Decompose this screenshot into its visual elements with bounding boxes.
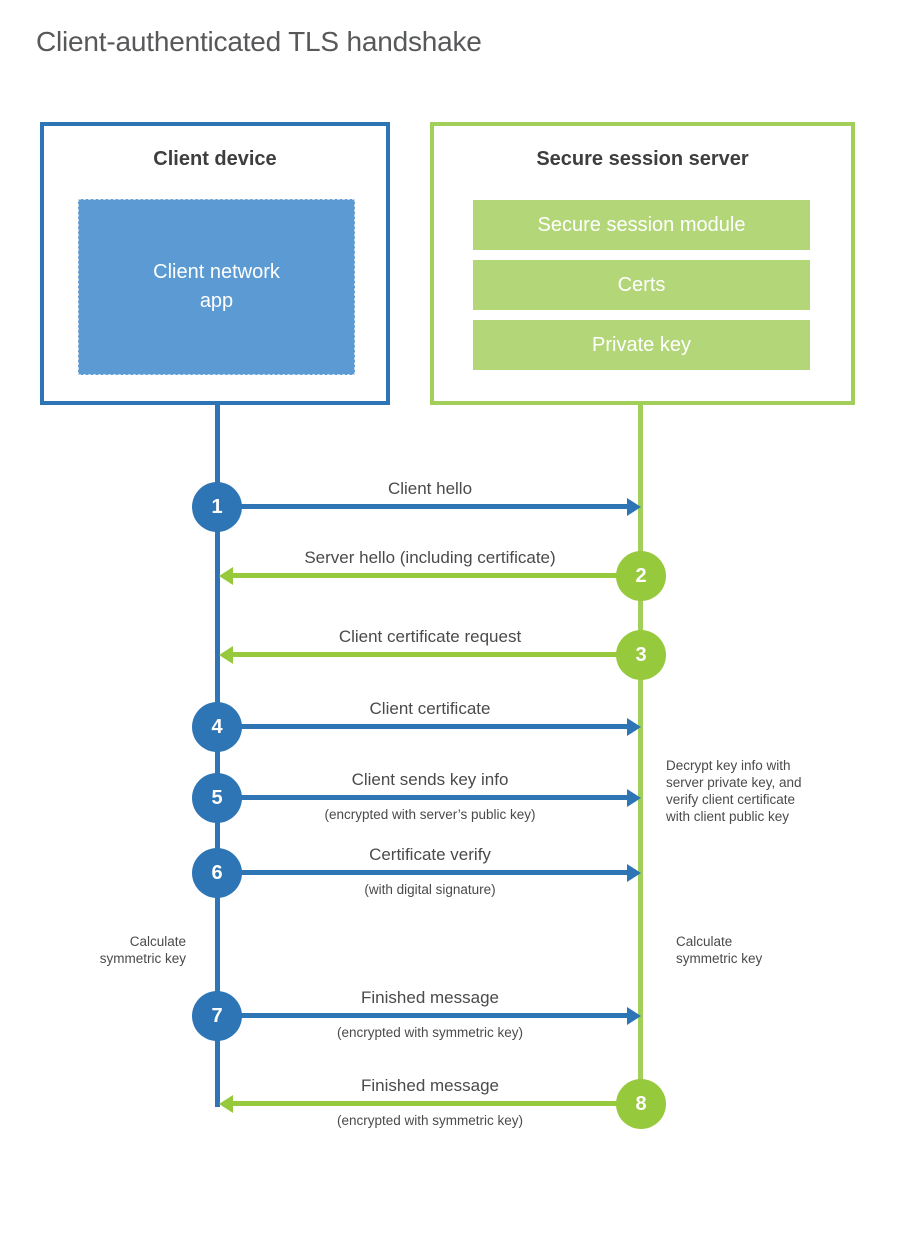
server-decrypt-note: Decrypt key info with server private key…: [666, 758, 802, 824]
step-3-arrow-line: [233, 652, 641, 657]
server-box-title: Secure session server: [536, 148, 749, 170]
step-6-label: Certificate verify: [369, 845, 491, 864]
client-device-box: Client device Client network app: [40, 122, 390, 405]
step-7-label: Finished message: [361, 988, 499, 1007]
step-4-label: Client certificate: [369, 699, 491, 718]
step-4-number: 4: [211, 715, 223, 738]
server-lifeline: [638, 405, 643, 1104]
step-5-number: 5: [211, 786, 223, 809]
step-4-arrow-line: [219, 724, 628, 729]
step-3-arrowhead-left-icon: [219, 646, 233, 664]
step-6-sublabel: (with digital signature): [364, 882, 496, 897]
step-1-marker: 1: [192, 482, 242, 532]
step-7-arrowhead-right-icon: [627, 1007, 641, 1025]
step-4-marker: 4: [192, 702, 242, 752]
step-2-arrowhead-left-icon: [219, 567, 233, 585]
step-7-arrow-line: [219, 1013, 628, 1018]
step-3-marker: 3: [616, 630, 666, 680]
step-1-label: Client hello: [387, 479, 473, 498]
step-7-number: 7: [211, 1004, 223, 1027]
step-8-marker: 8: [616, 1079, 666, 1129]
server-module-secure-session: Secure session module: [473, 200, 810, 250]
step-8-arrowhead-left-icon: [219, 1095, 233, 1113]
step-6-marker: 6: [192, 848, 242, 898]
step-8-number: 8: [635, 1092, 647, 1115]
client-box-title: Client device: [153, 148, 277, 170]
step-5-arrow-line: [219, 795, 628, 800]
step-5-arrowhead-right-icon: [627, 789, 641, 807]
client-calculate-symmetric-key-note: Calculate symmetric key: [99, 934, 186, 966]
step-3-number: 3: [635, 643, 647, 666]
step-5-label: Client sends key info: [351, 770, 509, 789]
step-2-label: Server hello (including certificate): [304, 548, 556, 567]
step-3-label: Client certificate request: [338, 627, 522, 646]
step-1-arrowhead-right-icon: [627, 498, 641, 516]
step-4-arrowhead-right-icon: [627, 718, 641, 736]
step-5-sublabel: (encrypted with server’s public key): [324, 807, 536, 822]
server-module-certs: Certs: [473, 260, 810, 310]
step-6-arrow-line: [219, 870, 628, 875]
step-8-arrow-line: [233, 1101, 641, 1106]
step-7-sublabel: (encrypted with symmetric key): [336, 1025, 524, 1040]
step-6-arrowhead-right-icon: [627, 864, 641, 882]
step-5-marker: 5: [192, 773, 242, 823]
step-1-number: 1: [211, 495, 223, 518]
step-7-marker: 7: [192, 991, 242, 1041]
page-title: Client-authenticated TLS handshake: [36, 26, 482, 57]
secure-session-server-box: Secure session server Secure session mod…: [430, 122, 855, 405]
step-2-marker: 2: [616, 551, 666, 601]
step-6-number: 6: [211, 861, 223, 884]
client-network-app-node: Client network app: [78, 199, 355, 375]
step-2-number: 2: [635, 564, 647, 587]
server-module-private-key: Private key: [473, 320, 810, 370]
client-lifeline: [215, 405, 220, 1107]
client-network-app-label: Client network app: [153, 261, 280, 312]
server-calculate-symmetric-key-note: Calculate symmetric key: [676, 934, 763, 966]
step-8-label: Finished message: [361, 1076, 499, 1095]
step-1-arrow-line: [219, 504, 628, 509]
step-2-arrow-line: [233, 573, 641, 578]
step-8-sublabel: (encrypted with symmetric key): [336, 1113, 524, 1128]
